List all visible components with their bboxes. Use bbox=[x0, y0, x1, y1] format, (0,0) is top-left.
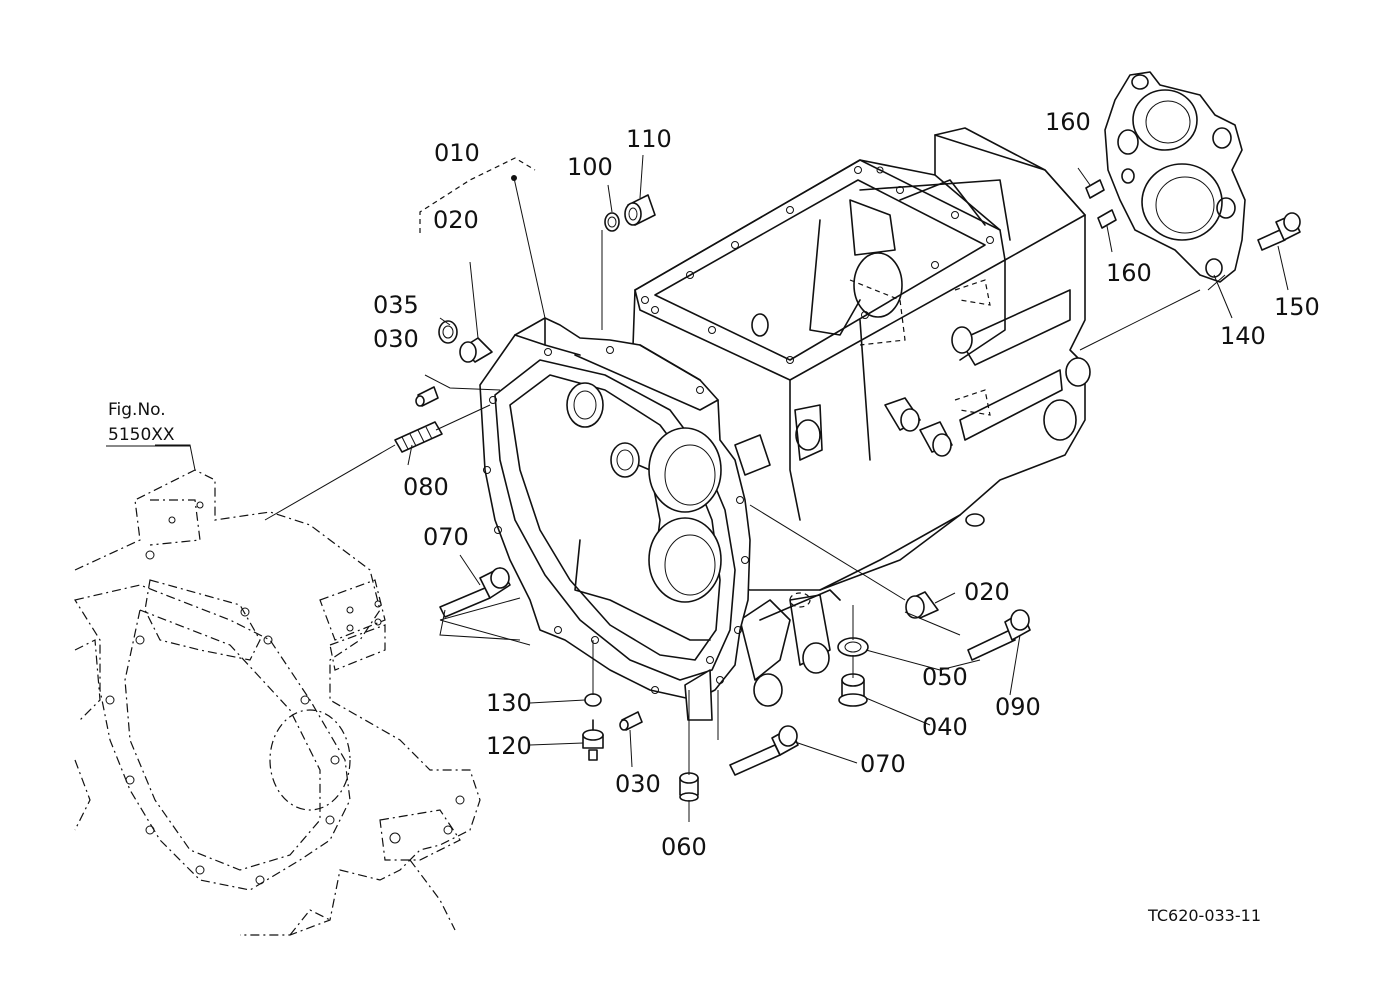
part-060-cap bbox=[679, 772, 699, 802]
part-040-plug bbox=[838, 673, 868, 707]
part-130-o-ring bbox=[584, 693, 602, 707]
callout-030-lower: 030 bbox=[615, 770, 661, 798]
callout-070-lower: 070 bbox=[860, 750, 906, 778]
callout-160-lower: 160 bbox=[1106, 259, 1152, 287]
callout-035: 035 bbox=[373, 291, 419, 319]
callout-090: 090 bbox=[995, 693, 1041, 721]
part-080-stud bbox=[394, 421, 443, 453]
callout-120: 120 bbox=[486, 732, 532, 760]
callout-130: 130 bbox=[486, 689, 532, 717]
callout-010: 010 bbox=[434, 139, 480, 167]
part-030-pin-lower bbox=[619, 711, 643, 731]
part-100-snap-ring bbox=[604, 212, 620, 232]
part-050-washer bbox=[837, 637, 869, 657]
callout-070-left: 070 bbox=[423, 523, 469, 551]
reference-housing-outline bbox=[74, 469, 481, 936]
part-030-pin-upper bbox=[415, 386, 439, 407]
part-090-bolt bbox=[967, 609, 1031, 661]
callout-080: 080 bbox=[403, 473, 449, 501]
part-070-bolt-lower bbox=[729, 725, 799, 776]
part-160-pin-upper bbox=[1085, 179, 1105, 199]
part-140-cover-plate bbox=[1104, 71, 1246, 283]
callout-020-upper: 020 bbox=[433, 206, 479, 234]
leader-lines bbox=[155, 154, 1289, 822]
callout-160-upper: 160 bbox=[1045, 108, 1091, 136]
callout-140: 140 bbox=[1220, 322, 1266, 350]
part-020-bush-lower bbox=[905, 591, 939, 619]
callout-labels: 010 020 035 030 080 100 110 160 160 150 … bbox=[106, 108, 1320, 925]
callout-020-lower: 020 bbox=[964, 578, 1010, 606]
part-020-bush-upper bbox=[459, 337, 493, 363]
case-front-flange bbox=[479, 317, 771, 721]
callout-100: 100 bbox=[567, 153, 613, 181]
callout-040: 040 bbox=[922, 713, 968, 741]
part-035-oil-seal bbox=[438, 320, 458, 344]
callout-050: 050 bbox=[922, 663, 968, 691]
callout-060: 060 bbox=[661, 833, 707, 861]
part-150-bolt bbox=[1257, 212, 1301, 251]
callout-150: 150 bbox=[1274, 293, 1320, 321]
part-120-switch bbox=[582, 719, 604, 761]
figure-ref-line1: Fig.No. bbox=[108, 400, 166, 420]
part-070-bolt-left bbox=[439, 567, 511, 618]
callout-110: 110 bbox=[626, 125, 672, 153]
drawing-code: TC620-033-11 bbox=[1147, 906, 1261, 925]
figure-ref-line2: 5150XX bbox=[108, 425, 175, 445]
part-160-pin-lower bbox=[1097, 209, 1117, 229]
callout-030-upper: 030 bbox=[373, 325, 419, 353]
part-110-collar bbox=[624, 194, 656, 226]
